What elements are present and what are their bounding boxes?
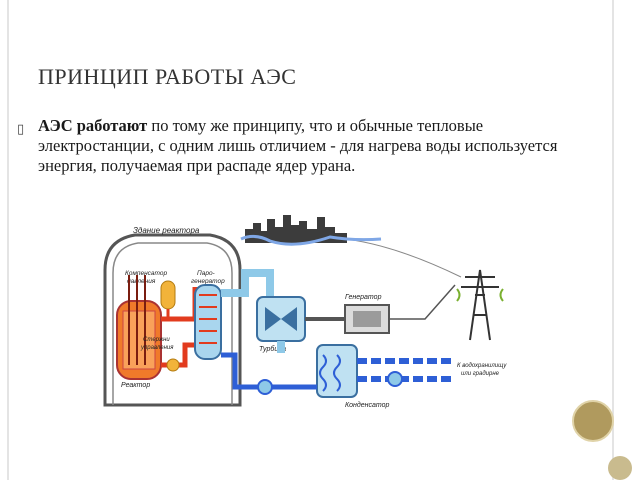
pressurizer (160, 280, 176, 310)
steam-line (221, 269, 274, 297)
reactor-building-inner (112, 242, 233, 405)
decor-circle-small (608, 456, 632, 480)
generator (344, 304, 390, 334)
body-text-bold: АЭС работают (38, 116, 148, 135)
label-reactor-building: Здание реактора (133, 226, 200, 235)
primary-pump (166, 358, 180, 372)
label-condenser: Конденсатор (345, 401, 390, 409)
label-pressurizer-1: Компенсатор (125, 270, 167, 277)
label-steam-gen-2: генератор (191, 278, 225, 285)
npp-diagram: Здание реактора Компенсатор давления Пар… (103, 215, 507, 409)
city-power-line (344, 238, 462, 278)
steam-generator (194, 284, 222, 360)
body-text-rest: по тому же принципу, что и обычные тепло… (38, 116, 558, 175)
steam-generator-tubes (199, 294, 217, 344)
slide-border-left (7, 0, 9, 480)
feedwater-line (221, 352, 317, 390)
generator-core (353, 311, 381, 327)
condenser-coils (319, 354, 341, 392)
slide-border-right (612, 0, 614, 480)
condenser (316, 344, 358, 398)
reactor-building (103, 233, 242, 407)
label-cooling-2: или градирне (461, 371, 500, 377)
turbine-blade-left (265, 307, 281, 331)
label-control-rods-1: Стержни (143, 337, 170, 343)
river (240, 234, 382, 246)
decor-circle-large (572, 400, 614, 442)
label-cooling-1: К водохранилищу (457, 363, 507, 369)
bullet-square-icon: ▯ (17, 122, 25, 137)
power-line (389, 284, 456, 320)
label-turbine: Турбина (259, 345, 286, 353)
label-generator: Генератор (345, 294, 382, 301)
city-skyline (245, 215, 347, 243)
slide-body-text: АЭС работают по тому же принципу, что и … (38, 116, 568, 176)
slide-title: ПРИНЦИП РАБОТЫ АЭС (38, 64, 297, 89)
label-steam-gen-1: Паро- (197, 270, 216, 277)
label-reactor: Реактор (121, 382, 150, 389)
turbine-blade-right (281, 307, 297, 331)
label-pressurizer-2: давления (127, 277, 156, 285)
transmission-tower (461, 269, 499, 341)
cooling-pump (387, 371, 403, 387)
tower-sparks (456, 288, 504, 302)
feedwater-pump (257, 379, 273, 395)
label-control-rods-2: управления (140, 345, 174, 351)
